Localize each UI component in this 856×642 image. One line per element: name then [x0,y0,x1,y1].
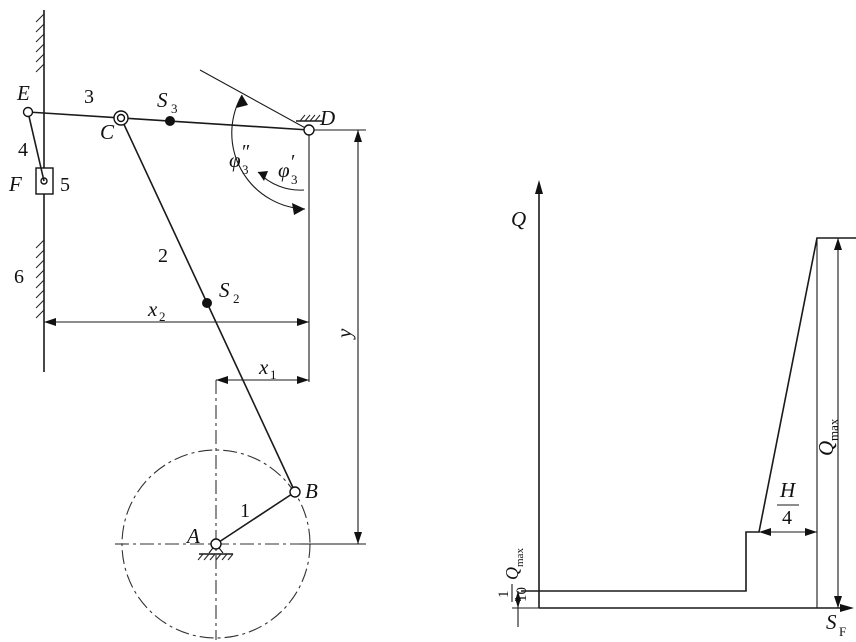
load-graph: Q S F Q max 1 10 Q max H 4 [496,180,856,639]
dim-h4-arrow-right [805,528,817,536]
label-link-3: 3 [84,86,94,108]
dim-y-arrow-top [354,130,362,142]
ground-hatch-a [197,553,234,561]
guide-hatching-top [35,13,45,73]
label-x1: x [258,355,269,379]
label-link-1: 1 [240,500,250,522]
dim-h4-arrow-left [759,528,771,536]
label-phi3-prime-sub: 3 [291,172,298,187]
dim-x2-arrow-left [44,318,56,326]
y-axis-arrow [535,180,543,194]
label-x2-sub: 2 [159,309,166,324]
dim-qmax-arrow-top [834,238,842,250]
label-a: A [185,524,200,548]
ground-hatch-d [299,114,321,122]
dim-low-arrow-bottom [515,598,521,608]
label-phi3-double-prime-sub: 3 [242,162,249,177]
label-qmax: Q [814,441,838,456]
joint-b [289,486,301,498]
label-s2-sub: 2 [233,291,240,306]
guide-hatching-bottom [35,239,45,319]
label-s3: S [157,88,168,112]
label-h-den: 4 [782,507,792,529]
dim-qmax-arrow-bottom [834,596,842,608]
label-link-2: 2 [158,245,168,267]
label-c: C [100,120,115,144]
extreme-position-line [199,69,310,131]
label-phi3-double-prime: φ [229,148,241,172]
label-sf-axis: S [826,610,837,634]
arc-arrowhead-inner [258,171,268,181]
link-1 [215,491,296,545]
label-low-q-letter: Q [502,567,522,580]
joint-e [22,106,34,118]
dim-x1-arrow-right [297,376,309,384]
label-link-5: 5 [60,174,70,196]
label-link-6: 6 [14,266,24,288]
label-x2: x [147,297,158,321]
label-phi3-prime: φ [278,158,290,182]
label-e: E [16,81,30,105]
label-b: B [305,479,318,503]
dim-x1-arrow-left [216,376,228,384]
mass-center-s2 [202,298,212,308]
label-sf-axis-sub: F [839,624,846,639]
label-phi3-double-prime-mark: ″ [242,141,250,163]
label-low-q: 1 10 Q max [496,548,530,602]
label-s3-sub: 3 [171,101,178,116]
joint-c [116,113,126,123]
joint-d [303,124,315,136]
arc-arrowhead-lower [292,203,305,215]
angle-arc-phi3-double-prime [231,94,306,210]
label-y: y [332,328,356,340]
label-frac-num: 1 [496,591,512,599]
label-phi3-prime-mark: ′ [291,151,295,173]
label-low-q-sub: max [514,548,526,567]
label-h-num: H [779,478,797,502]
label-q-axis: Q [511,207,526,231]
label-s2: S [219,278,230,302]
label-link-4: 4 [18,139,28,161]
mechanism-diagram: E 3 C S 3 D 4 F 5 6 2 S 2 B 1 A φ 3 ″ φ … [8,10,366,640]
label-f: F [8,172,22,196]
dim-y-arrow-bottom [354,532,362,544]
joint-a [210,538,222,550]
load-curve [521,237,856,592]
mass-center-s3 [165,116,175,126]
label-d: D [319,106,335,130]
label-qmax-sub: max [826,418,841,441]
x-axis-arrow [840,604,854,612]
dim-x2-arrow-right [297,318,309,326]
label-h4: H 4 [777,478,799,529]
label-x1-sub: 1 [270,367,277,382]
arc-arrowhead-upper [236,95,248,108]
label-frac-den: 10 [514,587,530,602]
link-4 [27,111,45,182]
